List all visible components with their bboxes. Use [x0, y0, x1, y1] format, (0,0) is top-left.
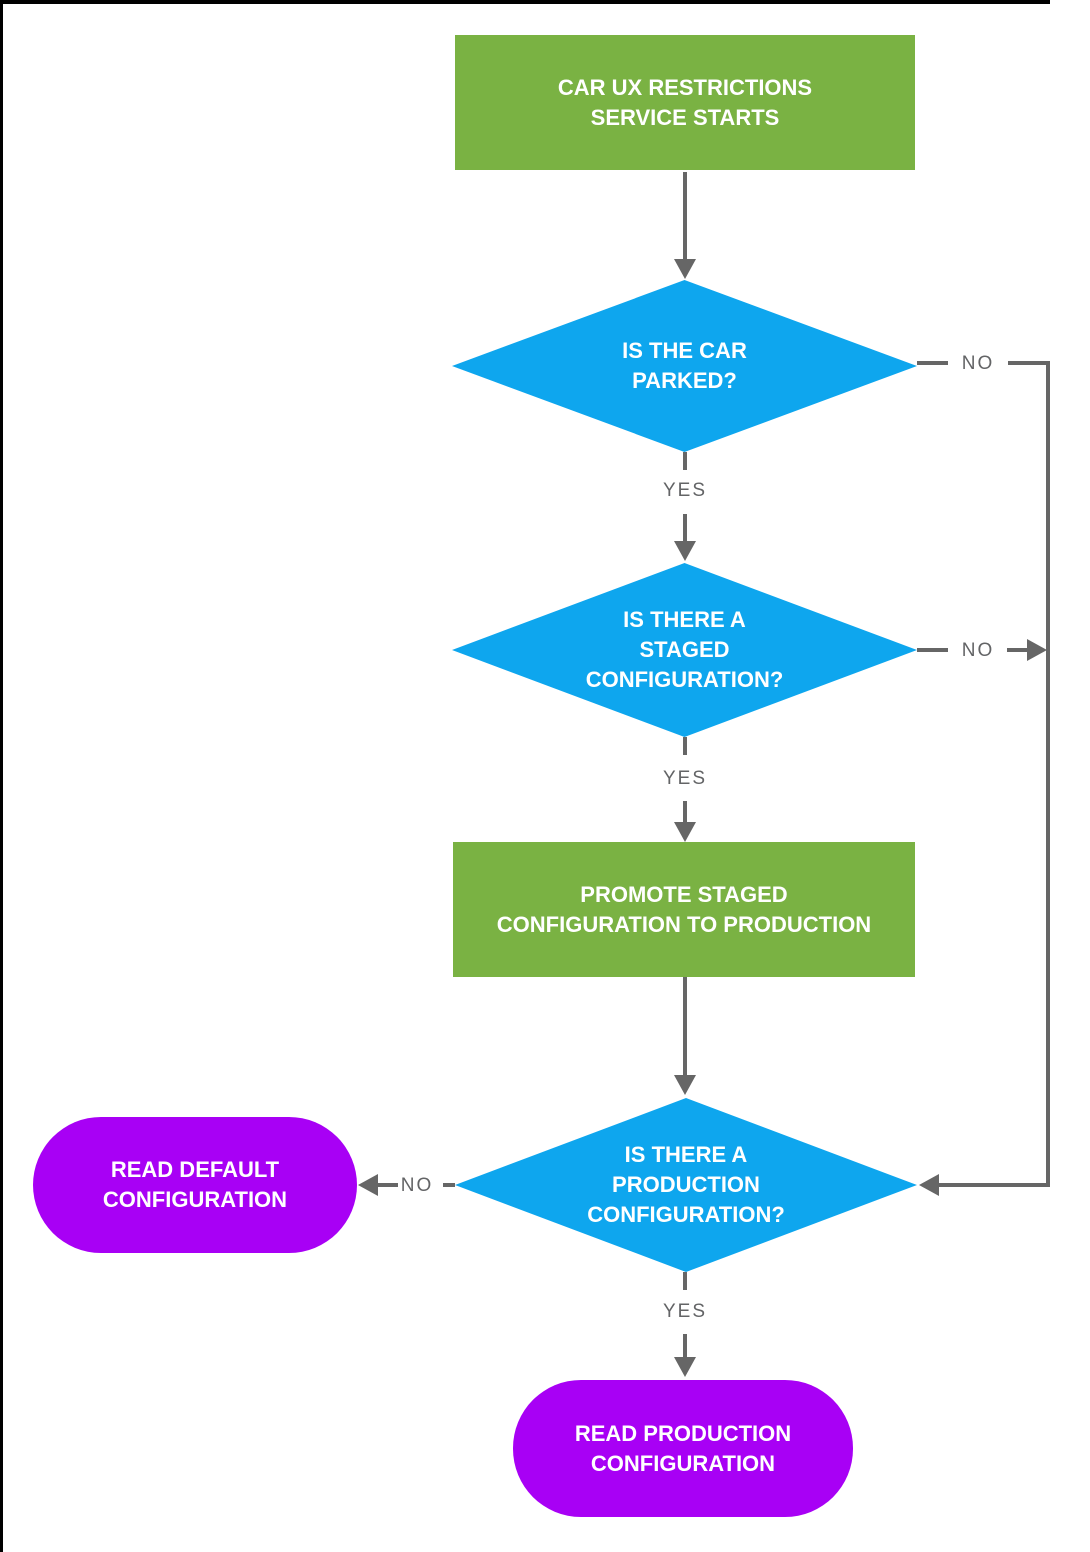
edge-parked-yes-seg1 — [683, 452, 687, 470]
arrowhead-down-icon — [674, 822, 696, 842]
edge-label-parked-no: NO — [961, 353, 995, 374]
edge-staged-yes-seg1 — [683, 737, 687, 755]
node-read-default: READ DEFAULT CONFIGURATION — [33, 1117, 357, 1253]
arrowhead-right-icon — [1027, 639, 1047, 661]
edge-parked-no-seg2 — [1008, 361, 1050, 365]
edge-staged-yes-seg2 — [683, 801, 687, 824]
edge-production-yes-seg1 — [683, 1272, 687, 1290]
node-parked-line2: PARKED? — [632, 368, 737, 393]
edge-label-staged-yes: YES — [662, 768, 708, 789]
edge-start-parked-line — [683, 172, 687, 260]
arrowhead-down-icon — [674, 541, 696, 561]
edge-parked-yes-seg2 — [683, 514, 687, 542]
edge-production-yes-seg2 — [683, 1334, 687, 1357]
node-promote-line1: PROMOTE STAGED — [580, 881, 788, 907]
node-start: CAR UX RESTRICTIONS SERVICE STARTS — [455, 35, 915, 170]
node-read-default-line1: READ DEFAULT — [110, 1157, 280, 1182]
arrowhead-left-icon — [919, 1174, 939, 1196]
edge-label-staged-no: NO — [961, 640, 995, 661]
edge-staged-no-seg1 — [917, 648, 948, 652]
node-decision-parked: IS THE CAR PARKED? — [452, 280, 917, 452]
page-border-left — [0, 0, 3, 1552]
arrowhead-down-icon — [674, 1075, 696, 1095]
arrowhead-left-icon — [358, 1174, 378, 1196]
node-start-line2: SERVICE STARTS — [590, 104, 780, 130]
edge-label-parked-yes: YES — [662, 480, 708, 501]
edge-production-no-seg2 — [378, 1183, 398, 1187]
arrowhead-down-icon — [674, 259, 696, 279]
edge-production-no-seg1 — [443, 1183, 455, 1187]
edge-rail-elbow-line — [937, 1183, 1050, 1187]
node-staged-line3: CONFIGURATION? — [585, 667, 784, 692]
edge-label-production-yes: YES — [662, 1301, 708, 1322]
node-decision-production: IS THERE A PRODUCTION CONFIGURATION? — [455, 1098, 917, 1272]
node-production-line1: IS THERE A — [624, 1142, 748, 1167]
node-production-line2: PRODUCTION — [612, 1172, 760, 1197]
node-read-production: READ PRODUCTION CONFIGURATION — [513, 1380, 853, 1517]
page-border-top — [0, 0, 1050, 4]
node-read-production-line2: CONFIGURATION — [590, 1450, 776, 1476]
edge-parked-no-seg1 — [917, 361, 948, 365]
edge-label-production-no: NO — [400, 1175, 434, 1196]
node-staged-line2: STAGED — [639, 637, 730, 662]
node-start-line1: CAR UX RESTRICTIONS — [557, 74, 813, 100]
arrowhead-down-icon — [674, 1357, 696, 1377]
node-read-production-line1: READ PRODUCTION — [574, 1420, 792, 1446]
edge-right-rail-line — [1046, 361, 1050, 1187]
node-decision-staged: IS THERE A STAGED CONFIGURATION? — [452, 563, 917, 737]
node-staged-line1: IS THERE A — [623, 607, 746, 632]
node-promote: PROMOTE STAGED CONFIGURATION TO PRODUCTI… — [453, 842, 915, 977]
edge-staged-no-seg2 — [1007, 648, 1028, 652]
edge-promote-production-line — [683, 977, 687, 1075]
node-parked-line1: IS THE CAR — [622, 338, 747, 363]
node-production-line3: CONFIGURATION? — [587, 1202, 785, 1227]
node-read-default-line2: CONFIGURATION — [102, 1187, 288, 1212]
node-promote-line2: CONFIGURATION TO PRODUCTION — [496, 911, 872, 937]
